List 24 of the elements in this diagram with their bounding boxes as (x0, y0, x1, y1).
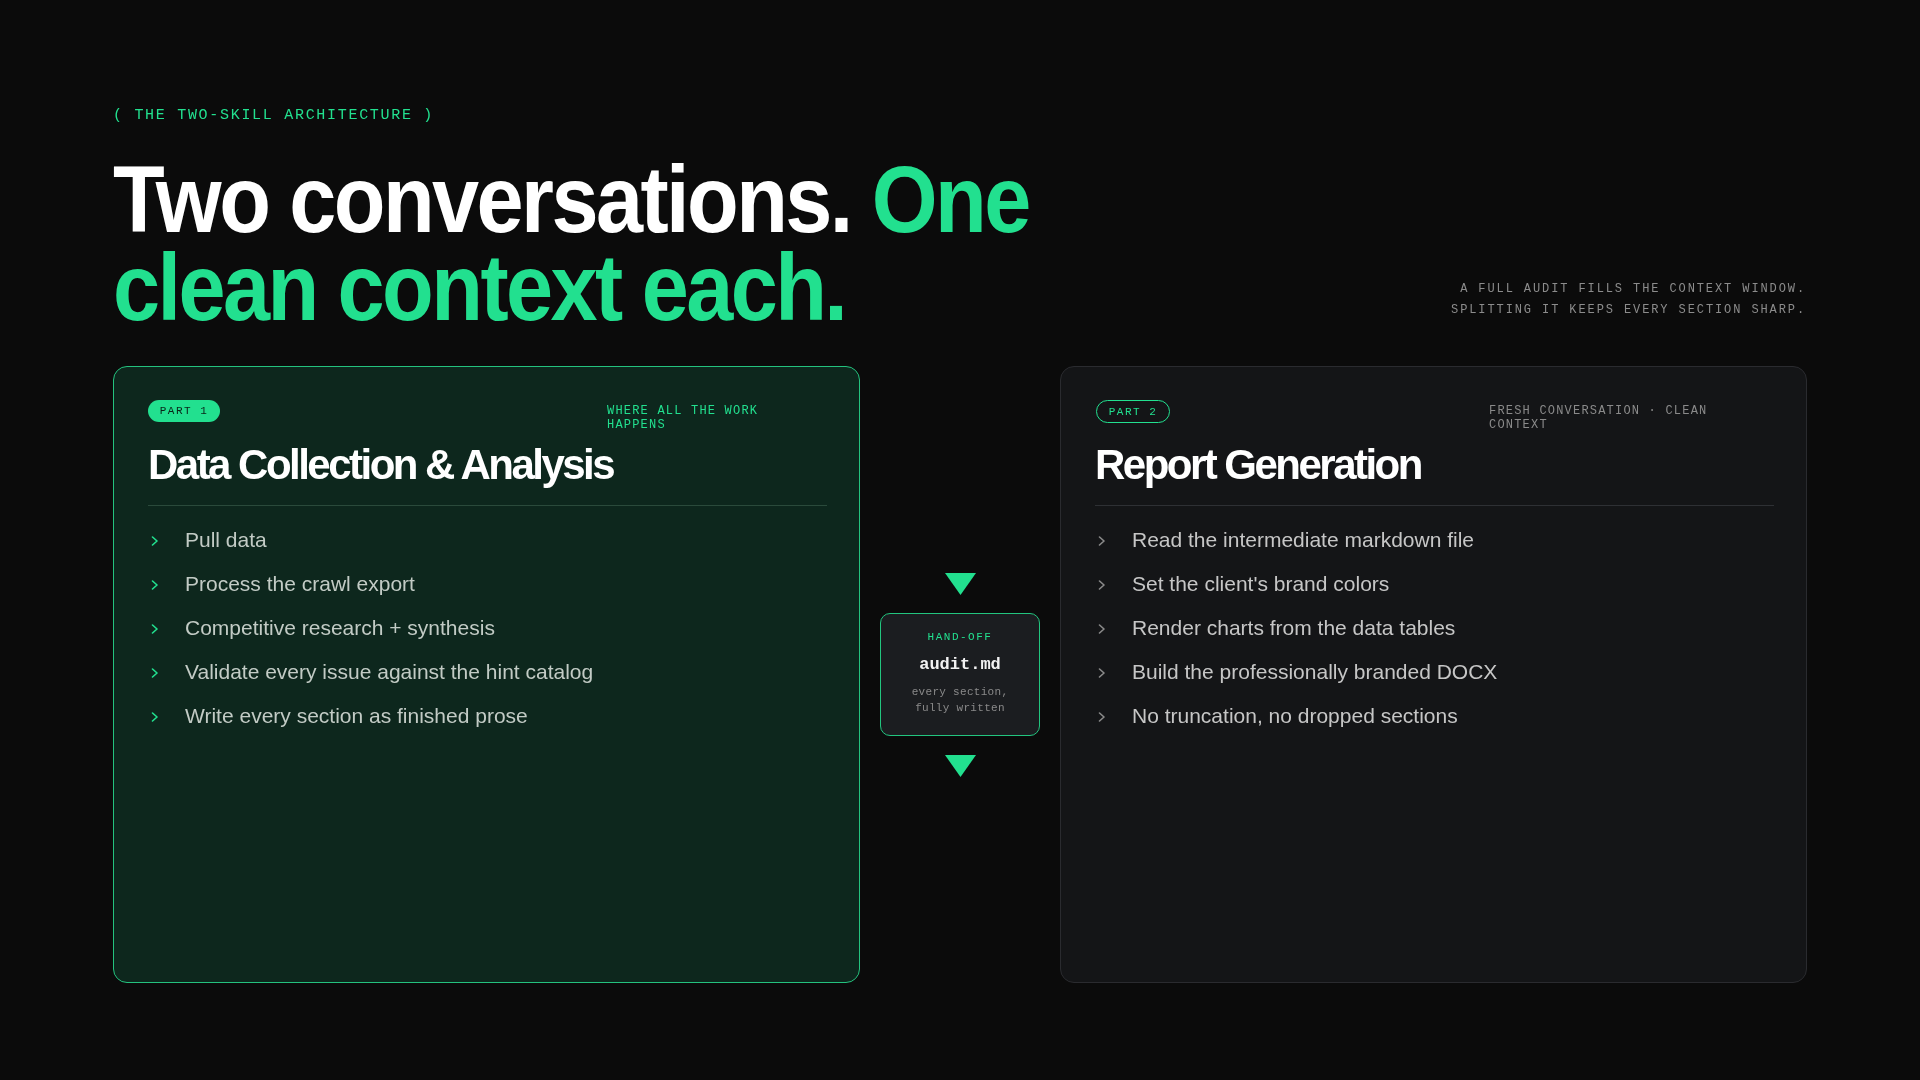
part-badge: PART 1 (148, 400, 220, 422)
page-title: Two conversations. One clean context each. (113, 156, 1030, 332)
list-item-text: Render charts from the data tables (1132, 615, 1456, 641)
list-item-text: Build the professionally branded DOCX (1132, 659, 1498, 685)
list-item-text: Read the intermediate markdown file (1132, 527, 1474, 553)
panel-heading: Data Collection & Analysis (148, 444, 614, 486)
panel-tagline: WHERE ALL THE WORK HAPPENS (607, 404, 760, 432)
handoff-note: every section, fully written (910, 685, 1010, 716)
list-item-text: Set the client's brand colors (1132, 571, 1390, 597)
list-item-text: Validate every issue against the hint catalog (185, 659, 594, 685)
handoff-label: HAND-OFF (926, 630, 994, 645)
panel-heading: Report Generation (1095, 444, 1421, 486)
stage-panel (1060, 366, 1807, 983)
list-item-text: Write every section as finished prose (185, 703, 528, 729)
list-item-text: Competitive research + synthesis (185, 615, 495, 641)
stage-panel (113, 366, 860, 983)
panel-tagline: FRESH CONVERSATION · CLEAN CONTEXT (1489, 404, 1709, 432)
file-name: audit.md (918, 654, 1002, 676)
handoff-box (880, 613, 1040, 736)
eyebrow-label: ( THE TWO-SKILL ARCHITECTURE ) (113, 107, 435, 125)
list-item-text: Pull data (185, 527, 267, 553)
list-item-text: No truncation, no dropped sections (1132, 703, 1458, 729)
list-item-text: Process the crawl export (185, 571, 415, 597)
side-note: A FULL AUDIT FILLS THE CONTEXT WINDOW. SPLITTING IT KEEPS EVERY SECTION SHARP. (1450, 281, 1806, 319)
